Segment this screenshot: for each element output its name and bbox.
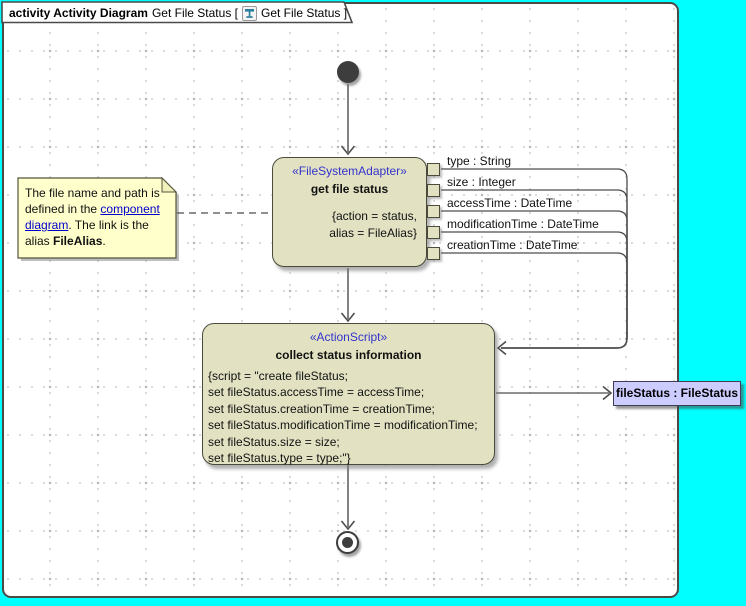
action1-tag-line1: {action = status, xyxy=(331,209,417,223)
diagram-kind-label: activity Activity Diagram xyxy=(9,6,148,20)
action1-stereotype: «FileSystemAdapter» xyxy=(292,164,407,178)
note-text-end: . xyxy=(102,234,106,248)
activity-final-node[interactable] xyxy=(336,531,359,554)
action1-name: get file status xyxy=(310,182,389,196)
note-bold-alias: FileAlias xyxy=(53,234,103,248)
flow-creation-time[interactable] xyxy=(441,252,628,349)
action1-tag-line2: alias = FileAlias} xyxy=(329,226,417,240)
script-line-6: set fileStatus.type = type;"} xyxy=(208,451,351,466)
flow-label-type[interactable]: type : String xyxy=(447,154,512,168)
flow-label-access-time[interactable]: accessTime : DateTime xyxy=(447,196,573,210)
diagram-name-open: Get File Status [ xyxy=(151,6,238,20)
pin-creation-time[interactable] xyxy=(427,247,440,260)
pin-type[interactable] xyxy=(427,163,440,176)
script-line-2: set fileStatus.accessTime = accessTime; xyxy=(208,385,425,400)
action1-tagged-values: {action = status, alias = FileAlias} xyxy=(273,208,426,242)
diagram-name-close: Get File Status ] xyxy=(261,6,348,20)
script-line-1: {script = "create fileStatus; xyxy=(208,369,348,383)
component-diagram-link[interactable]: component diagram xyxy=(25,202,160,232)
note[interactable]: The file name and path is defined in the… xyxy=(18,178,176,258)
action2-stereotype: «ActionScript» xyxy=(309,330,388,344)
diagram-frame xyxy=(2,2,679,598)
arrowhead-down-1 xyxy=(340,145,356,156)
note-text-before-link: The file name and path is defined in the xyxy=(25,186,160,216)
script-line-3: set fileStatus.creationTime = creationTi… xyxy=(208,401,435,416)
script-line-5: set fileStatus.size = size; xyxy=(208,434,340,449)
note-text-after-link: . The link is the alias xyxy=(25,218,149,248)
pin-size[interactable] xyxy=(427,184,440,197)
flow-label-modification-time[interactable]: modificationTime : DateTime xyxy=(447,217,599,231)
action2-name: collect status information xyxy=(275,348,422,362)
initial-node[interactable] xyxy=(337,61,359,83)
object-node-filestatus[interactable]: fileStatus : FileStatus xyxy=(613,381,741,406)
arrowhead-down-3 xyxy=(340,520,356,531)
action-collect-status-information[interactable]: «ActionScript» collect status informatio… xyxy=(202,323,495,465)
note-fold-corner xyxy=(161,176,178,193)
flow-label-size[interactable]: size : Integer xyxy=(447,175,516,189)
frame-tab-label[interactable]: activity Activity Diagram Get File Statu… xyxy=(9,5,347,21)
action2-script: {script = "create fileStatus; set fileSt… xyxy=(203,368,494,466)
arrowhead-right-into-filestatus xyxy=(602,385,613,401)
pin-access-time[interactable] xyxy=(427,205,440,218)
activity-final-dot xyxy=(342,537,353,548)
arrowhead-down-2 xyxy=(340,312,356,323)
activity-diagram-icon xyxy=(242,5,257,21)
action-get-file-status[interactable]: «FileSystemAdapter» get file status {act… xyxy=(272,157,427,267)
note-shape[interactable] xyxy=(17,177,177,259)
arrowhead-left-into-action2 xyxy=(496,340,507,356)
pin-modification-time[interactable] xyxy=(427,226,440,239)
script-line-4: set fileStatus.modificationTime = modifi… xyxy=(208,418,478,433)
frame-tab-shape[interactable] xyxy=(1,1,354,24)
flow-label-creation-time[interactable]: creationTime : DateTime xyxy=(447,238,578,252)
